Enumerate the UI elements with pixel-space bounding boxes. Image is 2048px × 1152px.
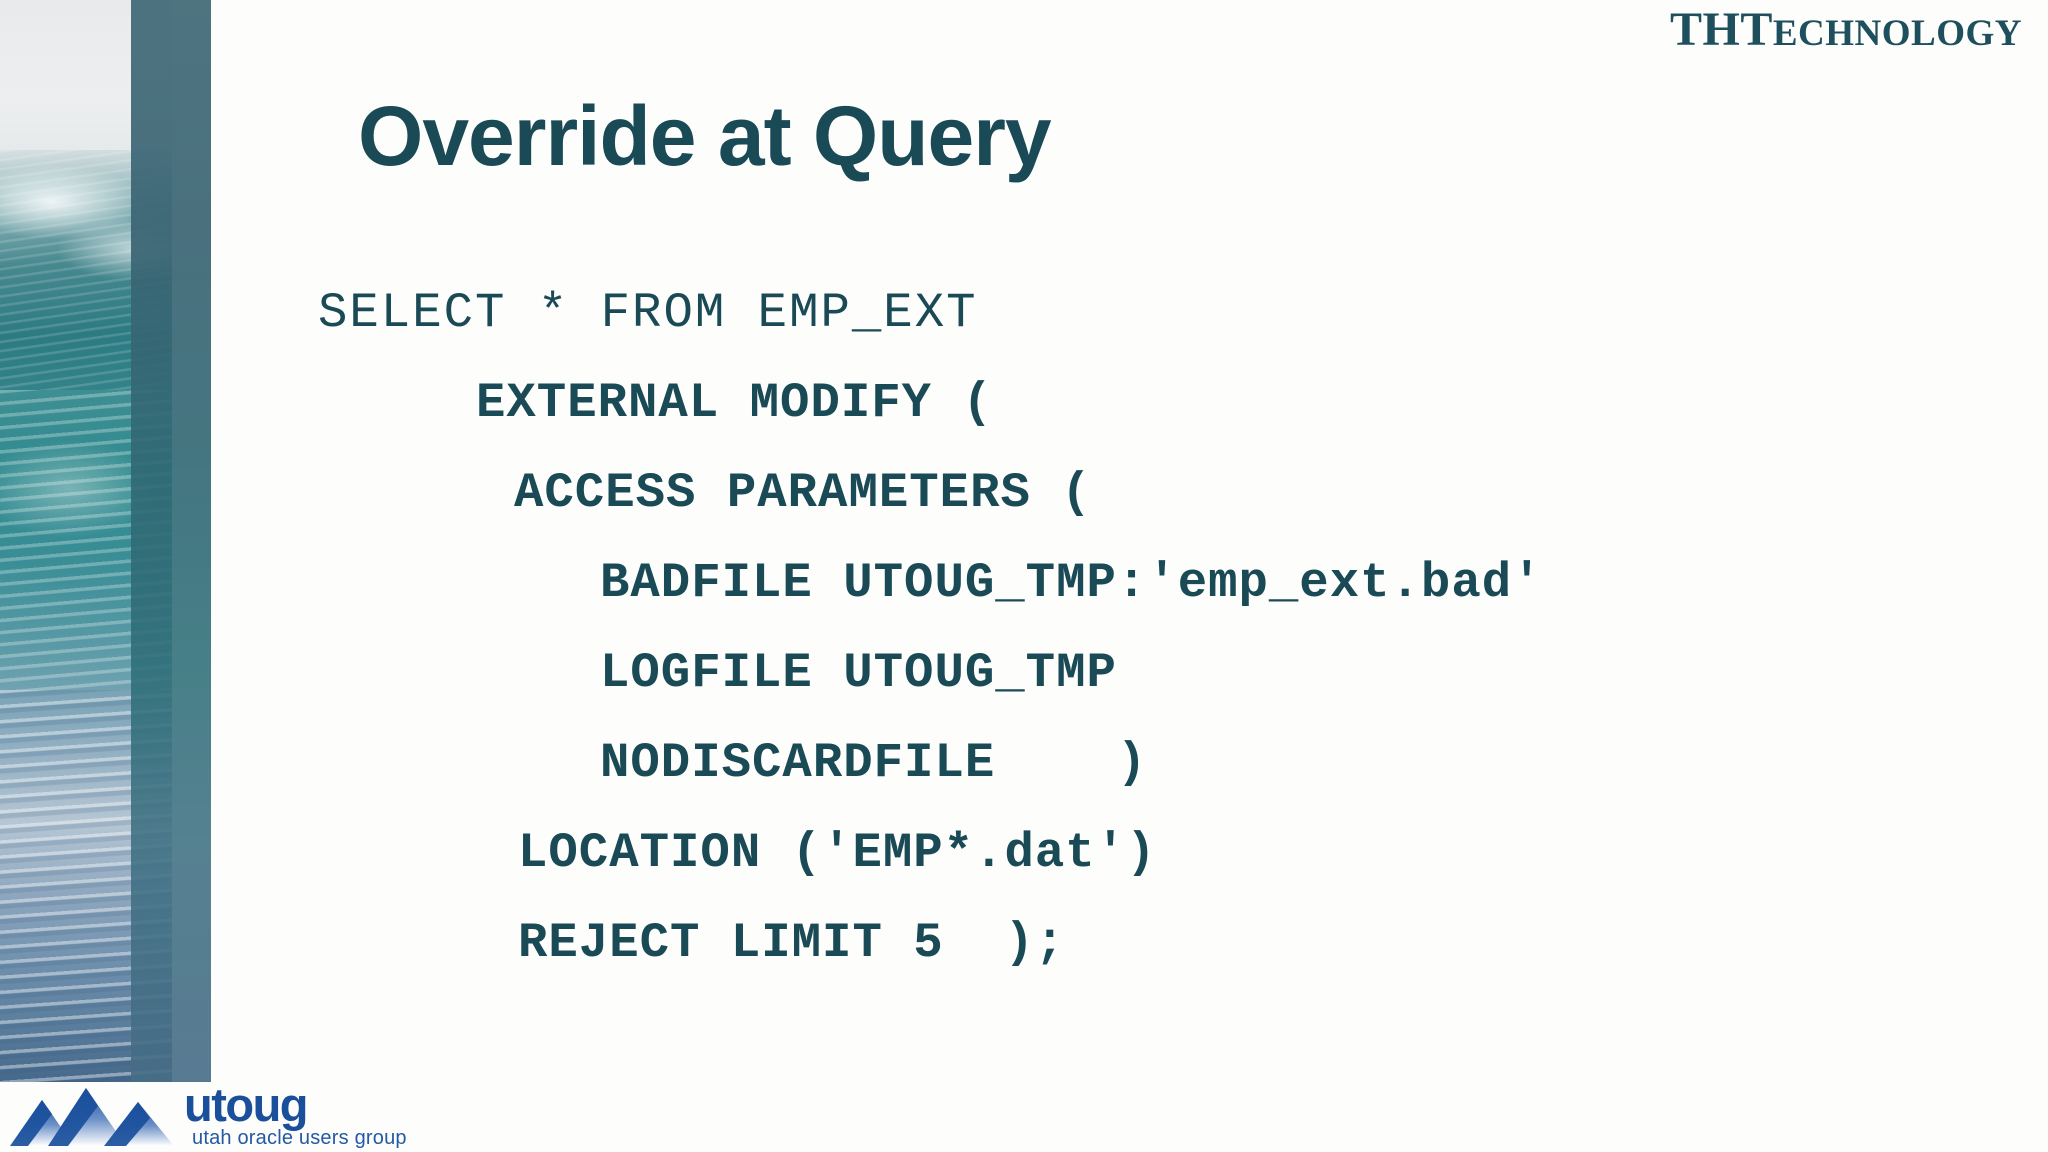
teal-accent-bar	[131, 0, 211, 1082]
utoug-logo: utoug utah oracle users group	[8, 1072, 408, 1150]
code-line: SELECT * FROM EMP_EXT	[318, 285, 978, 341]
brand-rest-cap: T	[1740, 3, 1773, 56]
utoug-tagline: utah oracle users group	[192, 1127, 407, 1149]
mountains-icon	[10, 1088, 174, 1146]
code-line: LOCATION ('EMP*.dat')	[518, 825, 1157, 881]
sql-code-block: SELECT * FROM EMP_EXT EXTERNAL MODIFY ( AC…	[318, 268, 1543, 988]
code-line: ACCESS PARAMETERS (	[514, 465, 1092, 521]
code-line: BADFILE UTOUG_TMP:'emp_ext.bad'	[600, 555, 1543, 611]
code-line: REJECT LIMIT 5 );	[518, 915, 1066, 971]
brand-header: THTECHNOLOGY	[1670, 2, 2022, 57]
code-line: EXTERNAL MODIFY (	[476, 375, 993, 431]
page-title: Override at Query	[358, 89, 1052, 183]
brand-rest: ECHNOLOGY	[1772, 13, 2022, 54]
brand-prefix: TH	[1669, 3, 1741, 56]
code-line: LOGFILE UTOUG_TMP	[600, 645, 1117, 701]
code-line: NODISCARDFILE )	[600, 735, 1148, 791]
utoug-wordmark: utoug	[184, 1078, 309, 1131]
